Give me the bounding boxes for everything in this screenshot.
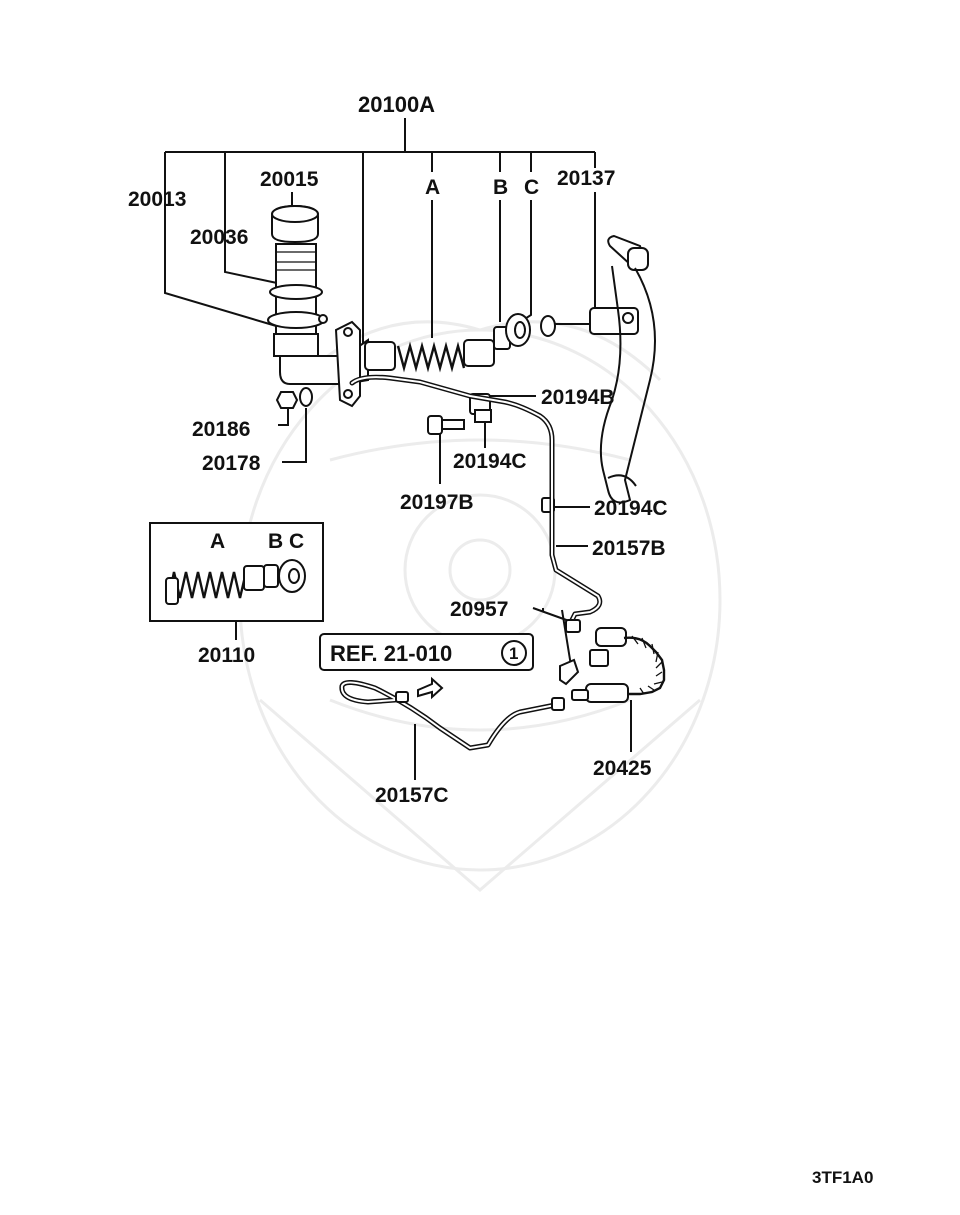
clutch-pedal-part: [599, 234, 656, 504]
piston-kit-part: [364, 313, 531, 373]
label-clip-right: 20194C: [594, 497, 668, 520]
reservoir-cap-part: [271, 204, 319, 244]
reference-circle-number: 1: [509, 644, 518, 663]
nut-part: [275, 391, 299, 409]
label-washer: 20178: [202, 452, 261, 475]
label-kit-box-bc: B C: [268, 530, 304, 553]
label-clevis: 20137: [557, 167, 615, 190]
label-pipe-b: 20157B: [592, 537, 666, 560]
label-hose: 20425: [593, 757, 652, 780]
part-labels: 20100A 20015 20013 20036 A B C 20137 201…: [128, 92, 873, 1187]
diagram-code: 3TF1A0: [812, 1168, 873, 1187]
label-kit-c: C: [524, 176, 539, 199]
label-kit-b: B: [493, 176, 508, 199]
label-reservoir: 20013: [128, 188, 186, 211]
push-rod-part: [540, 307, 639, 337]
bolt-part: [427, 415, 465, 435]
reservoir-part: [267, 243, 328, 357]
label-kit-a: A: [425, 176, 440, 199]
pipe-20157c-part: [339, 676, 558, 751]
label-clip-lower: 20194C: [453, 450, 527, 473]
label-pipe-c: 20157C: [375, 784, 449, 807]
reference-box: REF. 21-010 1: [319, 633, 534, 671]
label-reservoir-cap: 20015: [260, 168, 319, 191]
washer-part: [299, 387, 313, 407]
pipe-20157b-part: [349, 374, 603, 627]
label-reservoir-band: 20036: [190, 226, 248, 249]
label-clip-upper: 20194B: [541, 386, 615, 409]
label-nut: 20186: [192, 418, 250, 441]
label-kit-box: 20110: [198, 644, 255, 667]
label-bracket: 20957: [450, 598, 508, 621]
flex-hose-part: [551, 619, 666, 711]
label-kit-box-a: A: [210, 530, 225, 553]
repair-kit-box: [149, 522, 324, 622]
label-bolt: 20197B: [400, 491, 474, 514]
label-assembly: 20100A: [358, 92, 435, 117]
reference-text: REF. 21-010: [330, 641, 452, 666]
master-cylinder-part: [279, 320, 369, 408]
leader-lines: [164, 118, 632, 780]
